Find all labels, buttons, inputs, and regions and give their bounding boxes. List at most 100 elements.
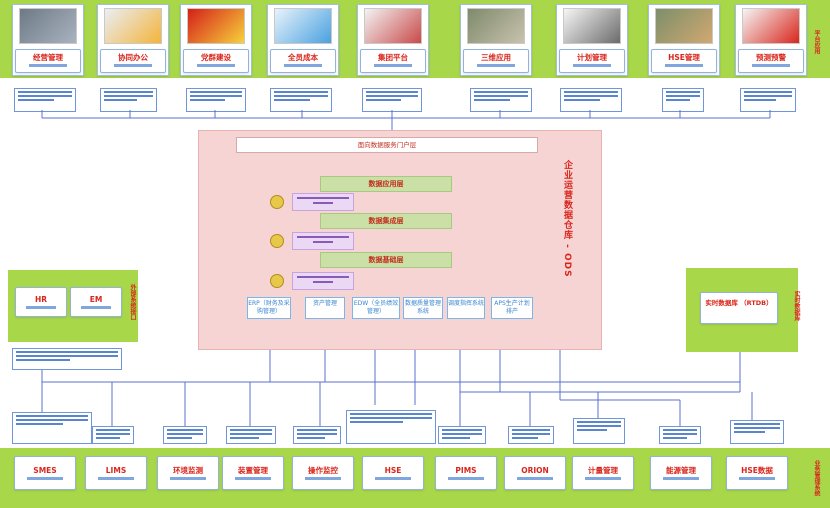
source-system-box[interactable]: EDW（全员绩效管理）	[352, 297, 400, 319]
application-tile[interactable]: 计划管理	[556, 4, 628, 76]
business-system-subline	[663, 477, 699, 480]
application-thumbnail	[19, 8, 77, 44]
application-thumbnail	[274, 8, 332, 44]
application-subline	[751, 64, 791, 67]
source-system-box[interactable]: 数据质量管理系统	[403, 297, 443, 319]
rtdb-box[interactable]: 实时数据库 （RTDB）	[700, 292, 778, 324]
application-tile[interactable]: 经营管理	[12, 4, 84, 76]
business-system-button[interactable]: HSE	[362, 456, 424, 490]
business-system-label: HSE	[384, 466, 402, 475]
application-label: 预测预警	[756, 53, 786, 62]
business-system-button[interactable]: LIMS	[85, 456, 147, 490]
ods-portal-layer: 面向数据服务门户层	[236, 137, 538, 153]
business-system-note	[659, 426, 701, 444]
business-system-note	[226, 426, 276, 444]
business-system-note	[346, 410, 436, 444]
ods-layer-application: 数据应用层	[320, 176, 452, 192]
em-system-box[interactable]: EM	[70, 287, 122, 317]
business-system-button[interactable]: HSE数据	[726, 456, 788, 490]
application-label: 党群建设	[201, 53, 231, 62]
application-note	[186, 88, 246, 112]
business-system-button[interactable]: ORION	[504, 456, 566, 490]
application-tile[interactable]: 党群建设	[180, 4, 252, 76]
application-note	[740, 88, 796, 112]
application-button[interactable]: 计划管理	[559, 49, 625, 73]
etl-process-box	[292, 272, 354, 290]
business-system-button[interactable]: PIMS	[435, 456, 497, 490]
application-subline	[113, 64, 153, 67]
application-tile[interactable]: 协同办公	[97, 4, 169, 76]
business-system-note	[92, 426, 134, 444]
source-system-label: EDW（全员绩效管理）	[353, 300, 399, 315]
application-subline	[476, 64, 516, 67]
business-system-note	[438, 426, 486, 444]
ods-layer-integration: 数据集成层	[320, 213, 452, 229]
application-thumbnail	[364, 8, 422, 44]
application-note	[662, 88, 704, 112]
etl-gear-icon	[270, 234, 284, 248]
application-subline	[28, 64, 68, 67]
business-system-subline	[98, 477, 134, 480]
application-subline	[664, 64, 704, 67]
business-system-note	[163, 426, 207, 444]
application-tile[interactable]: 预测预警	[735, 4, 807, 76]
application-label: 全员成本	[288, 53, 318, 62]
application-tile[interactable]: 集团平台	[357, 4, 429, 76]
business-system-note	[12, 412, 92, 444]
source-system-label: 调度指挥系统	[448, 300, 485, 307]
business-system-label: PIMS	[455, 466, 477, 475]
etl-gear-icon	[270, 274, 284, 288]
application-button[interactable]: 协同办公	[100, 49, 166, 73]
application-button[interactable]: 经营管理	[15, 49, 81, 73]
application-button[interactable]: 党群建设	[183, 49, 249, 73]
business-system-label: SMES	[33, 466, 57, 475]
source-system-box[interactable]: APS生产计划排产	[491, 297, 533, 319]
source-system-box[interactable]: 资产管理	[305, 297, 345, 319]
business-system-button[interactable]: 操作监控	[292, 456, 354, 490]
application-button[interactable]: 三维应用	[463, 49, 529, 73]
business-system-label: 环境监测	[173, 466, 203, 475]
source-system-label: ERP（财务及采购管理）	[248, 300, 290, 315]
application-button[interactable]: HSE管理	[651, 49, 717, 73]
application-label: 三维应用	[481, 53, 511, 62]
business-system-note	[293, 426, 341, 444]
business-system-subline	[739, 477, 775, 480]
application-label: 协同办公	[118, 53, 148, 62]
application-tile[interactable]: HSE管理	[648, 4, 720, 76]
business-system-button[interactable]: 能源管理	[650, 456, 712, 490]
application-thumbnail	[563, 8, 621, 44]
etl-gear-icon	[270, 195, 284, 209]
bottom-band-label: 业务管理系统	[813, 459, 820, 496]
application-subline	[196, 64, 236, 67]
application-tile[interactable]: 全员成本	[267, 4, 339, 76]
business-system-button[interactable]: 装置管理	[222, 456, 284, 490]
source-system-label: APS生产计划排产	[494, 300, 530, 315]
business-system-label: 装置管理	[238, 466, 268, 475]
rtdb-panel-label: 实时数据库	[793, 291, 800, 321]
application-label: 经营管理	[33, 53, 63, 62]
business-system-label: LIMS	[105, 466, 127, 475]
application-button[interactable]: 全员成本	[270, 49, 336, 73]
top-band-label: 平台应用	[813, 30, 820, 54]
business-system-subline	[375, 477, 411, 480]
business-system-button[interactable]: SMES	[14, 456, 76, 490]
application-note	[270, 88, 332, 112]
application-tile[interactable]: 三维应用	[460, 4, 532, 76]
application-button[interactable]: 预测预警	[738, 49, 804, 73]
business-system-button[interactable]: 计量管理	[572, 456, 634, 490]
application-subline	[283, 64, 323, 67]
hr-label: HR	[34, 295, 48, 304]
business-system-label: HSE数据	[741, 466, 773, 475]
business-system-subline	[170, 477, 206, 480]
business-system-label: ORION	[521, 466, 549, 475]
application-label: 集团平台	[378, 53, 408, 62]
source-system-box[interactable]: ERP（财务及采购管理）	[247, 297, 291, 319]
application-subline	[572, 64, 612, 67]
hr-system-box[interactable]: HR	[15, 287, 67, 317]
application-button[interactable]: 集团平台	[360, 49, 426, 73]
etl-process-box	[292, 232, 354, 250]
application-note	[560, 88, 622, 112]
business-system-button[interactable]: 环境监测	[157, 456, 219, 490]
ods-layer-foundation: 数据基础层	[320, 252, 452, 268]
source-system-box[interactable]: 调度指挥系统	[447, 297, 485, 319]
